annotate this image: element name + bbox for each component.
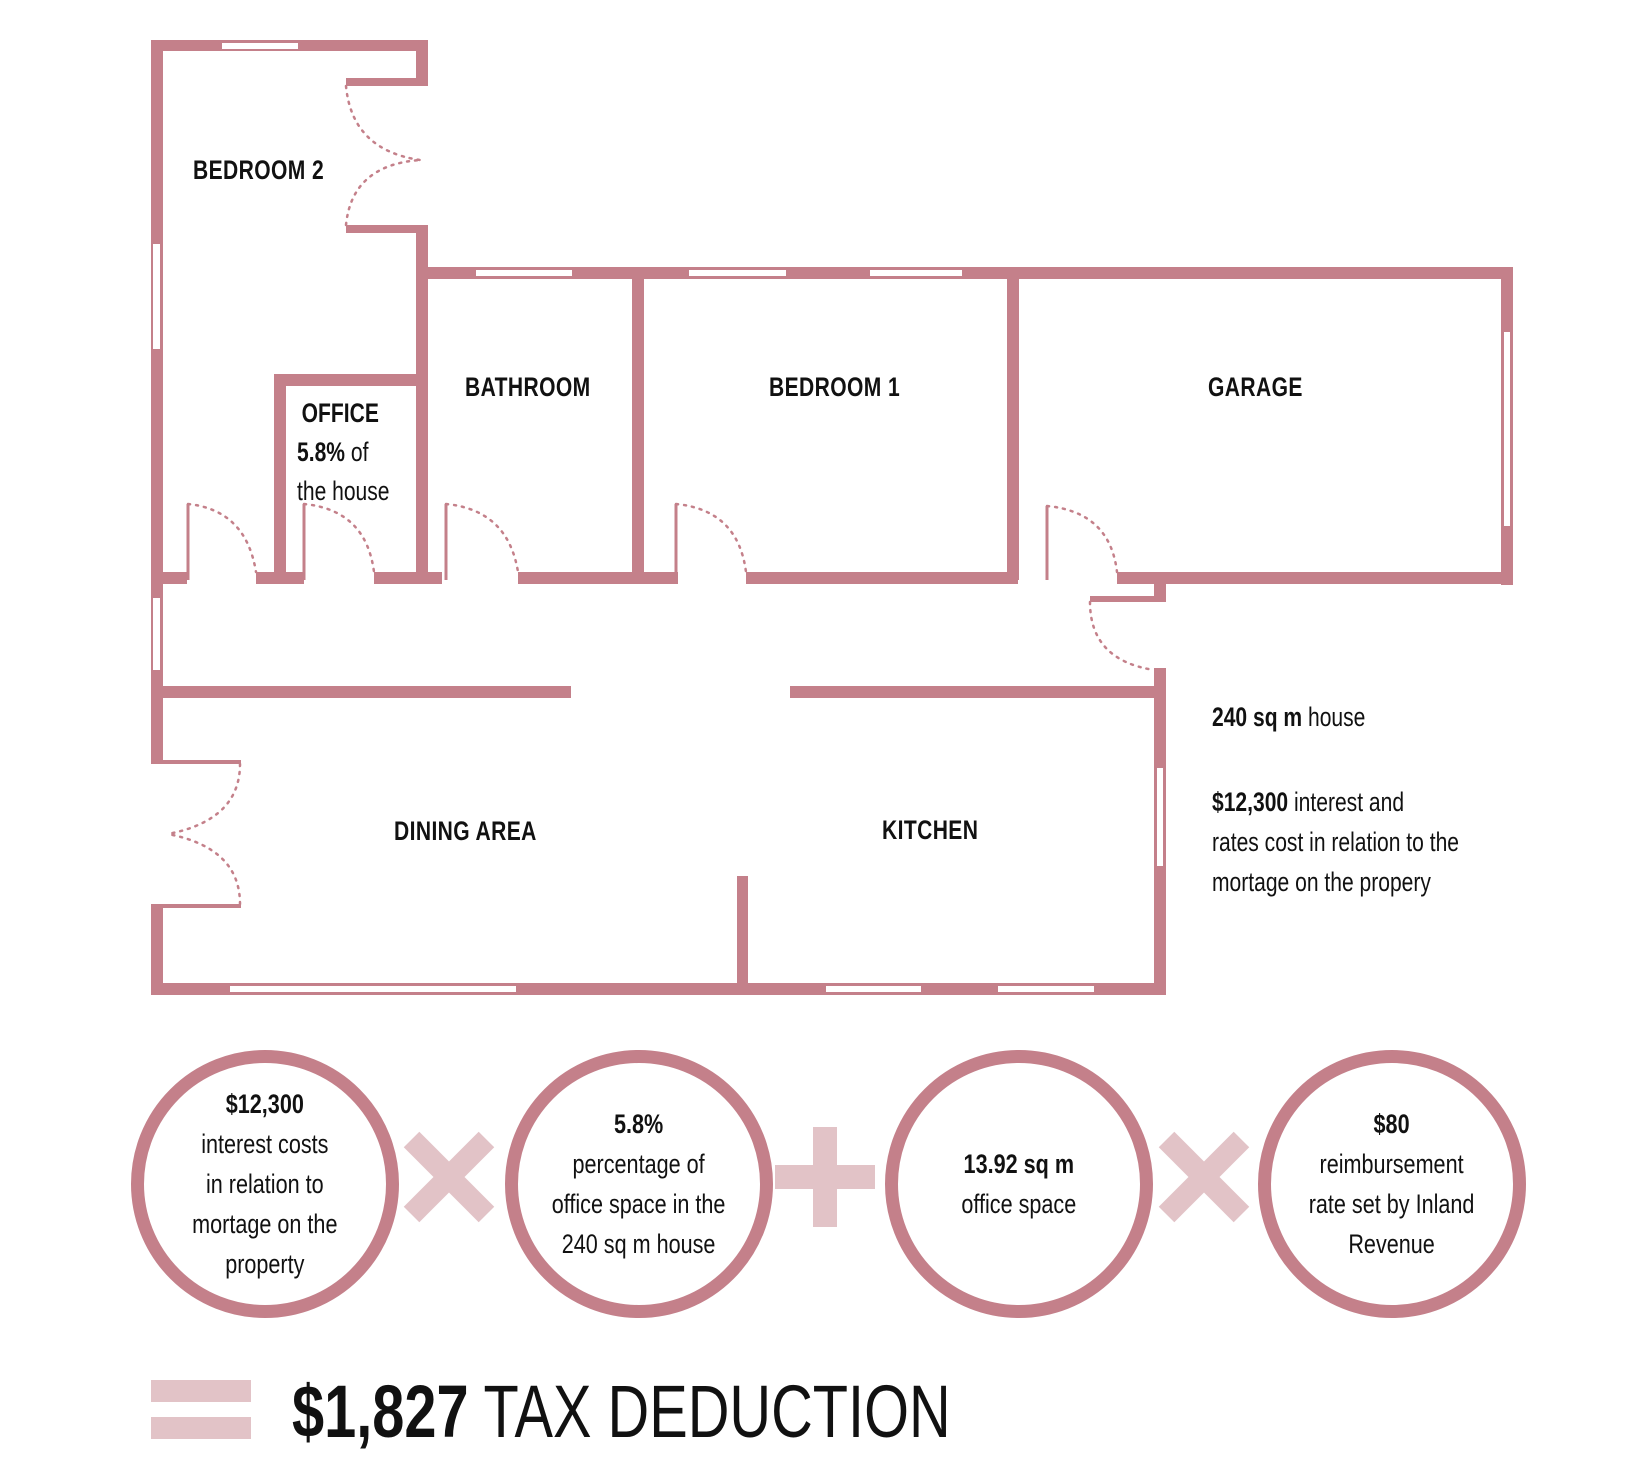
term-line: in relation to: [206, 1169, 324, 1199]
door-swing: [1088, 600, 1156, 672]
term-value: 5.8%: [614, 1109, 664, 1139]
wall: [632, 267, 644, 580]
door-swing: [344, 158, 422, 227]
cost-line-2: rates cost in relation to the: [1212, 827, 1460, 857]
room-label-bedroom-1: BEDROOM 1: [769, 372, 901, 402]
window: [826, 986, 921, 992]
term-line: property: [225, 1249, 305, 1279]
wall: [151, 686, 571, 698]
room-label-garage: GARAGE: [1208, 372, 1303, 402]
term-line: Revenue: [1348, 1229, 1436, 1259]
room-label-bathroom: BATHROOM: [465, 372, 591, 402]
cost-value: $12,300: [1212, 787, 1289, 817]
term-value: $80: [1373, 1109, 1411, 1139]
window: [689, 270, 786, 276]
wall: [151, 572, 187, 584]
term-line: rate set by Inland: [1309, 1189, 1475, 1219]
door-swing: [166, 832, 242, 906]
wall: [256, 572, 304, 584]
door-swing: [302, 502, 376, 574]
times-icon: [404, 1132, 494, 1222]
window: [153, 244, 160, 349]
term-line: reimbursement: [1319, 1149, 1465, 1179]
wall: [346, 78, 428, 86]
wall: [790, 686, 1166, 698]
term-line: 240 sq m house: [562, 1229, 716, 1259]
office-percent: 5.8%: [297, 437, 346, 467]
wall: [416, 267, 1513, 279]
equals-icon: [151, 1380, 251, 1448]
plus-icon: [775, 1127, 875, 1227]
wall: [737, 876, 748, 995]
cost-note: $12,300 interest and rates cost in relat…: [1212, 782, 1459, 902]
window: [998, 986, 1094, 992]
door-swing: [674, 502, 748, 574]
term-value: 13.92 sq m: [963, 1149, 1075, 1179]
term-line: mortage on the: [192, 1209, 338, 1239]
term-line: office space: [961, 1189, 1077, 1219]
term-line: office space in the: [552, 1189, 726, 1219]
times-icon: [1159, 1132, 1249, 1222]
door-swing: [166, 762, 242, 836]
term-value: $12,300: [225, 1089, 305, 1119]
wall: [518, 572, 678, 584]
result-amount: $1,827: [292, 1370, 469, 1453]
window: [153, 598, 160, 670]
door-swing: [344, 84, 422, 162]
house-size-value: 240 sq m: [1212, 702, 1303, 732]
wall: [1090, 596, 1166, 602]
door-swing: [186, 502, 258, 574]
formula-term-rate: $80 reimbursement rate set by Inland Rev…: [1258, 1050, 1526, 1318]
wall: [746, 572, 1018, 584]
door-swing: [444, 502, 520, 574]
window: [230, 986, 516, 992]
office-percent-line2: the house: [297, 476, 390, 506]
tax-deduction-result: $1,827 TAX DEDUCTION: [292, 1372, 951, 1452]
office-note: OFFICE 5.8% of the house: [297, 394, 390, 511]
wall: [416, 40, 428, 86]
room-label-bedroom-2: BEDROOM 2: [193, 155, 325, 185]
room-label-dining-area: DINING AREA: [394, 816, 537, 846]
house-size-label: house: [1302, 702, 1366, 732]
wall: [1007, 267, 1019, 580]
room-label-office: OFFICE: [301, 398, 379, 428]
term-line: percentage of: [572, 1149, 706, 1179]
wall: [346, 225, 428, 233]
door-gap: [150, 764, 164, 906]
cost-line-1: interest and: [1288, 787, 1405, 817]
wall: [1117, 572, 1513, 584]
house-size-note: 240 sq m house: [1212, 697, 1365, 737]
formula-term-interest: $12,300 interest costs in relation to mo…: [131, 1050, 399, 1318]
formula-term-percentage: 5.8% percentage of office space in the 2…: [505, 1050, 773, 1318]
cost-line-3: mortage on the propery: [1212, 867, 1431, 897]
door-swing: [1045, 504, 1119, 574]
window: [870, 270, 962, 276]
wall: [151, 760, 241, 764]
wall: [151, 904, 241, 908]
wall: [274, 374, 428, 386]
wall: [416, 225, 428, 580]
window: [1157, 768, 1163, 866]
result-label: TAX DEDUCTION: [468, 1370, 951, 1453]
wall: [274, 374, 286, 580]
window: [476, 270, 572, 276]
window: [222, 43, 298, 49]
room-label-kitchen: KITCHEN: [882, 815, 979, 845]
wall: [374, 572, 442, 584]
formula-term-office-space: 13.92 sq m office space: [885, 1050, 1153, 1318]
term-line: interest costs: [201, 1129, 329, 1159]
window: [1504, 332, 1510, 526]
office-percent-suffix: of: [345, 437, 369, 467]
